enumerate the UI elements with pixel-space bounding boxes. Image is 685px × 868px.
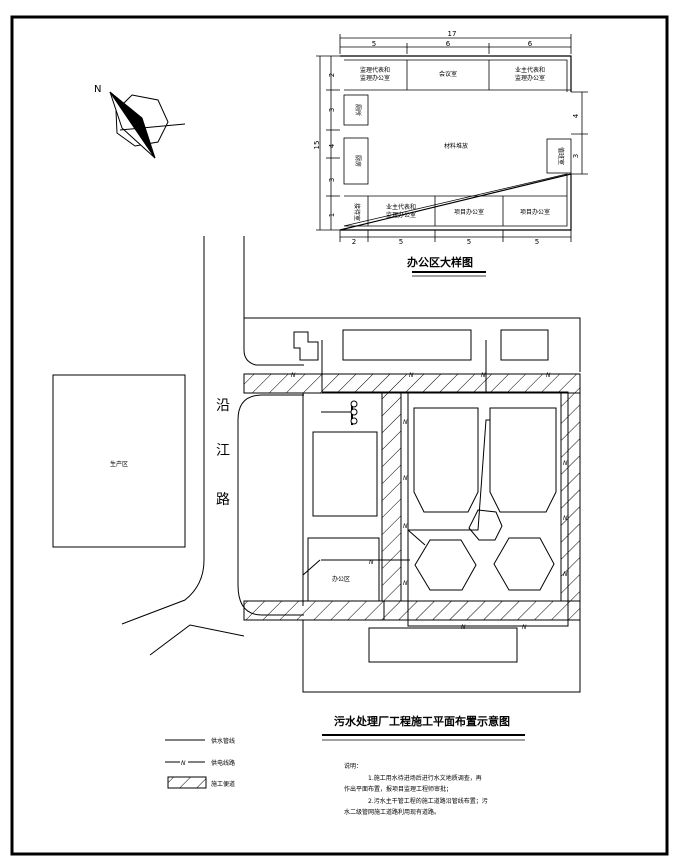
power-marker: N — [403, 523, 408, 530]
road-name-char-1: 沿 — [216, 398, 230, 414]
power-marker: N — [409, 372, 414, 379]
office-block — [312, 431, 378, 517]
tank-1 — [413, 407, 479, 513]
production-area-label: 生产区 — [110, 460, 128, 468]
dim-right-1: 4 — [572, 113, 580, 118]
tank-2 — [489, 407, 557, 513]
north-building-1 — [342, 329, 472, 361]
room-supervisor-bottom: 业主代表和监理办公室 — [386, 203, 416, 219]
power-marker: N — [403, 475, 408, 482]
legend-hatch-swatch — [167, 776, 207, 789]
gate-house — [293, 331, 319, 361]
legend-power-symbol: N — [181, 760, 186, 767]
legend-construction-road-label: 施工便道 — [211, 780, 235, 788]
dim-top-2: 6 — [446, 40, 451, 48]
dim-left-3: 4 — [328, 143, 336, 148]
south-building — [368, 627, 518, 663]
legend: 供水管线 N 供电线路 施工便道 — [165, 737, 235, 789]
power-marker: N — [563, 515, 568, 522]
production-area-block — [52, 374, 186, 548]
power-marker: N — [461, 624, 466, 631]
notes-line-3: 2.污水主干管工程的施工道路沿管线布置；污 — [368, 797, 488, 805]
riverside-road: 沿 江 路 — [121, 236, 304, 656]
power-marker: N — [563, 571, 568, 578]
power-marker: N — [369, 559, 374, 566]
room-meeting: 会议室 — [439, 70, 457, 78]
room-materials-yard: 材料堆放 — [444, 142, 468, 150]
power-marker: N — [522, 624, 527, 631]
dim-right-2: 3 — [572, 154, 580, 158]
legend-power-line-label: 供电线路 — [211, 759, 235, 767]
tank-4 — [414, 539, 477, 591]
dim-bottom-1: 2 — [352, 238, 356, 246]
notes-line-2: 作出平面布置，报项目监理工程师审批； — [344, 785, 452, 793]
power-marker: N — [563, 460, 568, 467]
water-supply-lines — [302, 340, 569, 627]
north-building-2 — [500, 329, 549, 361]
power-marker: N — [403, 580, 408, 587]
legend-water-line-label: 供水管线 — [211, 737, 235, 745]
office-plan-title: 办公区大样图 — [407, 255, 473, 269]
drawing-frame — [10, 15, 669, 856]
room-owner-office: 业主代表和监理办公室 — [515, 66, 545, 82]
room-kitchen: 厨房 — [354, 155, 362, 167]
tank-3 — [468, 509, 503, 541]
notes: 说明： 1.施工用水待进场后进行水文地质调查，再 作出平面布置，报项目监理工程师… — [344, 762, 488, 816]
dim-bottom-4: 5 — [535, 238, 539, 246]
dim-left-4: 3 — [328, 178, 336, 182]
dim-left-1: 2 — [328, 73, 336, 77]
dim-bottom-3: 5 — [467, 238, 471, 246]
compass-north-label: N — [94, 84, 101, 95]
dim-left-total: 15 — [313, 141, 321, 150]
dim-bottom-2: 5 — [399, 238, 403, 246]
power-marker: N — [291, 372, 296, 379]
notes-line-4: 水二级管网施工道路利用现有道路。 — [344, 808, 440, 816]
room-project-office-2: 项目办公室 — [520, 208, 550, 216]
notes-line-1: 1.施工用水待进场后进行水文地质调查，再 — [368, 774, 482, 782]
site-plan-title: 污水处理厂工程施工平面布置示意图 — [334, 714, 510, 728]
room-project-office-1: 项目办公室 — [454, 208, 484, 216]
power-marker: N — [481, 372, 486, 379]
room-reception: 接待室 — [353, 203, 361, 221]
notes-heading: 说明： — [344, 762, 362, 770]
room-guard: 值班室 — [557, 147, 565, 165]
compass-icon: N — [94, 84, 186, 159]
room-toilet: 厕所 — [354, 104, 362, 116]
road-name-char-2: 江 — [216, 443, 230, 459]
dim-top-1: 5 — [372, 40, 376, 48]
dim-top-3: 6 — [528, 40, 533, 48]
room-supervisor-top-l1: 监理代表和监理办公室 — [360, 66, 390, 82]
dim-top-total: 17 — [448, 30, 457, 38]
office-detail-plan: 17 5 6 6 15 2 3 4 3 1 4 3 2 5 5 — [313, 30, 588, 277]
site-plan: 办公区 N N N N N — [243, 317, 581, 741]
road-name-char-3: 路 — [216, 492, 230, 508]
transformer-icon — [321, 400, 358, 425]
office-area-label: 办公区 — [332, 575, 350, 583]
dim-left-5: 1 — [328, 213, 336, 217]
office-area-block — [307, 537, 380, 602]
tank-5 — [493, 537, 555, 591]
power-marker: N — [546, 372, 551, 379]
dim-left-2: 3 — [328, 108, 336, 112]
power-marker: N — [403, 419, 408, 426]
